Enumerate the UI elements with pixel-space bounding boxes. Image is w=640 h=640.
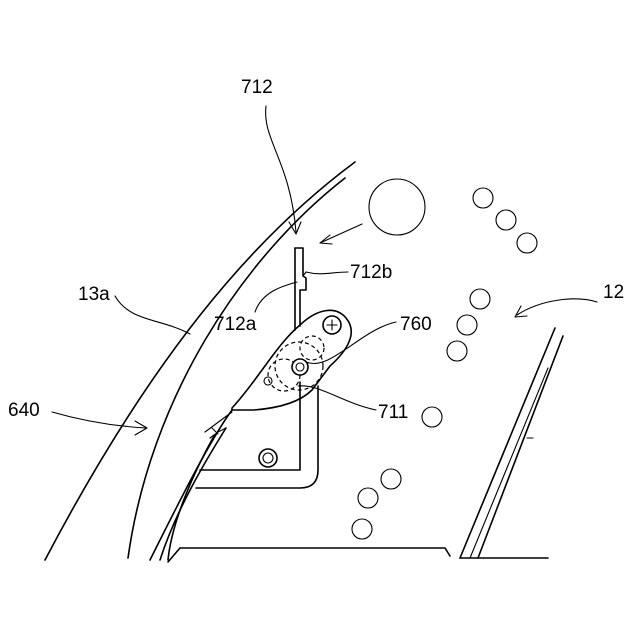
motion-arrow (320, 224, 362, 243)
right-side-panel (168, 328, 563, 562)
label-712: 712 (241, 77, 273, 98)
label-12: 12 (603, 282, 624, 303)
leader-712b (306, 272, 348, 274)
perforation-holes (352, 179, 537, 539)
leader-lines (52, 106, 597, 435)
reference-labels: 712 712b 712a 760 12 13a 640 711 (8, 77, 624, 423)
screw-icon (259, 449, 277, 467)
guide-rail (150, 410, 232, 560)
leader-712a (255, 282, 297, 312)
outer-curved-panel (45, 162, 355, 560)
label-13a: 13a (78, 284, 110, 305)
pivot-pin-icon (292, 359, 308, 375)
label-712a: 712a (214, 314, 257, 335)
label-760: 760 (400, 314, 432, 335)
label-711: 711 (378, 402, 408, 423)
leader-711 (298, 386, 376, 410)
arrow-712 (266, 106, 296, 232)
arrow-12 (517, 299, 597, 315)
hook-member (295, 248, 306, 330)
leader-13a (115, 296, 190, 334)
arrow-640 (52, 412, 146, 428)
label-712b: 712b (350, 262, 392, 283)
label-640: 640 (8, 400, 40, 421)
